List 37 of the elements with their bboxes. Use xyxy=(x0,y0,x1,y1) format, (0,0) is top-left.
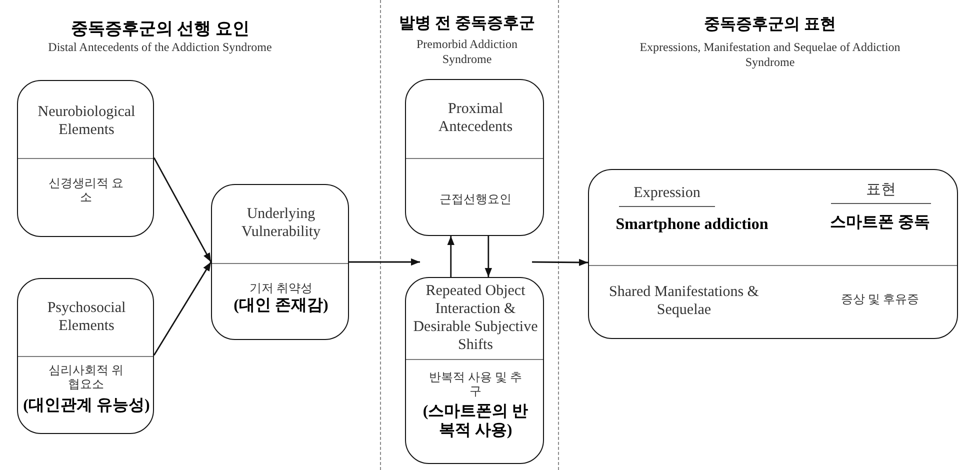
rounded-box xyxy=(405,277,544,464)
arrow xyxy=(447,236,454,277)
box-text: 증상 및 후유증 xyxy=(840,292,920,306)
box-text: Psychosocial Elements xyxy=(46,299,127,335)
arrow xyxy=(153,262,212,356)
arrow xyxy=(532,258,588,266)
box-text: Proximal Antecedents xyxy=(437,100,514,136)
box-text: Underlying Vulnerability xyxy=(240,205,322,241)
box-text: 심리사회적 위협요소 xyxy=(48,363,124,392)
emphasis-text: (대인 존재감) xyxy=(232,296,330,316)
box-text: 반복적 사용 및 추구 xyxy=(428,370,523,399)
box-text: Neurobiological Elements xyxy=(36,103,136,139)
box-text: Shared Manifestations & Sequelae xyxy=(608,283,760,319)
arrow xyxy=(349,258,420,266)
emphasis-text: (스마트폰의 반복적 사용) xyxy=(422,402,530,440)
box-text: Repeated Object Interaction & Desirable Subjective Shifts xyxy=(412,282,539,354)
arrow xyxy=(484,236,492,277)
section-subtitle: Premorbid Addiction Syndrome xyxy=(416,37,518,67)
rounded-box xyxy=(211,184,349,340)
emphasis-text: (대인관계 유능성) xyxy=(22,396,151,416)
column-heading: Expression xyxy=(619,184,715,207)
arrow xyxy=(153,157,212,262)
box-text: 신경생리적 요소 xyxy=(48,176,124,205)
box-text: 기저 취약성 xyxy=(248,281,314,296)
section-title: 중독증후군의 표현 xyxy=(703,15,837,35)
box-text: 근접선행요인 xyxy=(438,192,512,206)
rounded-box xyxy=(588,169,958,339)
column-heading: 표현 xyxy=(831,181,931,204)
rounded-box xyxy=(17,80,154,237)
rounded-box xyxy=(17,278,154,434)
section-title: 중독증후군의 선행 요인 xyxy=(70,18,250,40)
emphasis-text: Smartphone addiction xyxy=(614,215,770,234)
rounded-box xyxy=(405,79,544,236)
section-subtitle: Distal Antecedents of the Addiction Syndrome xyxy=(47,40,273,55)
section-title: 발병 전 중독증후군 xyxy=(398,14,536,34)
section-subtitle: Expressions, Manifestation and Sequelae of Addiction Syndrome xyxy=(638,40,902,70)
emphasis-text: 스마트폰 중독 xyxy=(829,213,931,232)
